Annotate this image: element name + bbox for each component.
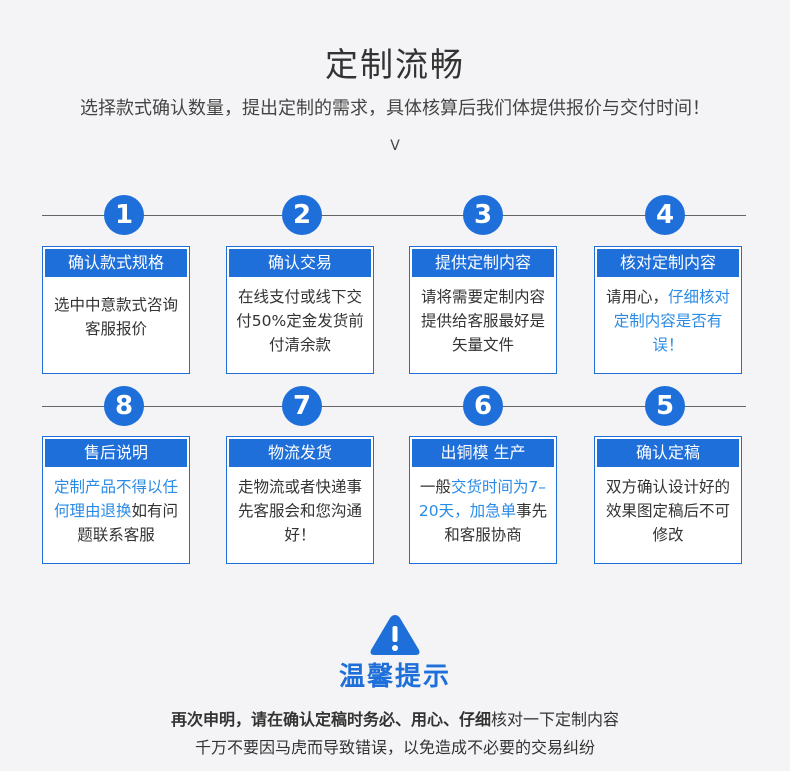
- step-6-text-c: 事先和客服协商: [444, 502, 548, 544]
- step-2-card: 确认交易 在线支付或线下交付50%定金发货前付清余款: [226, 246, 374, 374]
- notice-line-1: 再次申明，请在确认定稿时务必、用心、仔细核对一下定制内容: [0, 706, 790, 730]
- step-1-card: 确认款式规格 选中中意款式咨询客服报价: [42, 246, 190, 374]
- step-8-text-a: 定制产品不得以任何理由退换: [53, 478, 178, 520]
- step-4-text-b: 仔细核对定制内容是否有误！: [613, 288, 731, 354]
- step-6-text: 一般交货时间为7–20天，加急单事先和客服协商: [410, 467, 556, 547]
- step-6-text-b: 交货时间为7–20天，加急单: [418, 478, 547, 520]
- step-6-text-a: 一般: [419, 478, 451, 496]
- step-5-card: 确认定稿 双方确认设计好的效果图定稿后不可修改: [594, 436, 742, 564]
- step-1-title: 确认款式规格: [45, 249, 187, 277]
- chevron-down-icon: V: [390, 138, 400, 154]
- notice-line-1-bold: 再次申明，请在确认定稿时务必、用心、仔细: [170, 710, 491, 729]
- step-4-card: 核对定制内容 请用心，仔细核对定制内容是否有误！: [594, 246, 742, 374]
- step-6-number: 6: [463, 386, 503, 426]
- step-7-card: 物流发货 走物流或者快递事先客服会和您沟通好！: [226, 436, 374, 564]
- step-3-text: 请将需要定制内容提供给客服最好是矢量文件: [420, 288, 545, 354]
- step-8-card: 售后说明 定制产品不得以任何理由退换如有问题联系客服: [42, 436, 190, 564]
- step-1-number: 1: [104, 195, 144, 235]
- step-7-number: 7: [282, 386, 322, 426]
- step-3-card: 提供定制内容 请将需要定制内容提供给客服最好是矢量文件: [409, 246, 557, 374]
- step-8-number: 8: [104, 386, 144, 426]
- step-4-text: 请用心，仔细核对定制内容是否有误！: [595, 277, 741, 357]
- step-4-number: 4: [645, 195, 685, 235]
- step-6-title: 出铜模 生产: [412, 439, 554, 467]
- step-8-title: 售后说明: [45, 439, 187, 467]
- page-subtitle: 选择款式确认数量，提出定制的需求，具体核算后我们体提供报价与交付时间！: [80, 98, 710, 119]
- step-8-text-b: 如有问题联系客服: [77, 502, 179, 544]
- step-5-number: 5: [645, 386, 685, 426]
- timeline-line-row1: [42, 215, 746, 216]
- notice-line-1-rest: 核对一下定制内容: [491, 710, 620, 729]
- step-6-card: 出铜模 生产 一般交货时间为7–20天，加急单事先和客服协商: [409, 436, 557, 564]
- warm-tip-title: 温馨提示: [338, 662, 451, 692]
- page-title: 定制流畅: [325, 45, 465, 84]
- step-2-number: 2: [282, 195, 322, 235]
- step-5-text: 双方确认设计好的效果图定稿后不可修改: [605, 478, 730, 544]
- step-2-title: 确认交易: [229, 249, 371, 277]
- step-8-text: 定制产品不得以任何理由退换如有问题联系客服: [43, 467, 189, 547]
- timeline-line-row2: [42, 406, 746, 407]
- notice-line-2: 千万不要因马虎而导致错误，以免造成不必要的交易纠纷: [194, 738, 595, 757]
- step-4-text-a: 请用心，: [605, 288, 668, 306]
- step-7-text: 走物流或者快递事先客服会和您沟通好！: [237, 478, 362, 544]
- step-3-title: 提供定制内容: [412, 249, 554, 277]
- step-1-text: 选中中意款式咨询客服报价: [53, 296, 178, 338]
- step-2-text: 在线支付或线下交付50%定金发货前付清余款: [236, 288, 364, 354]
- warning-triangle-icon: [370, 615, 420, 655]
- step-5-title: 确认定稿: [597, 439, 739, 467]
- step-4-title: 核对定制内容: [597, 249, 739, 277]
- step-3-number: 3: [463, 195, 503, 235]
- step-7-title: 物流发货: [229, 439, 371, 467]
